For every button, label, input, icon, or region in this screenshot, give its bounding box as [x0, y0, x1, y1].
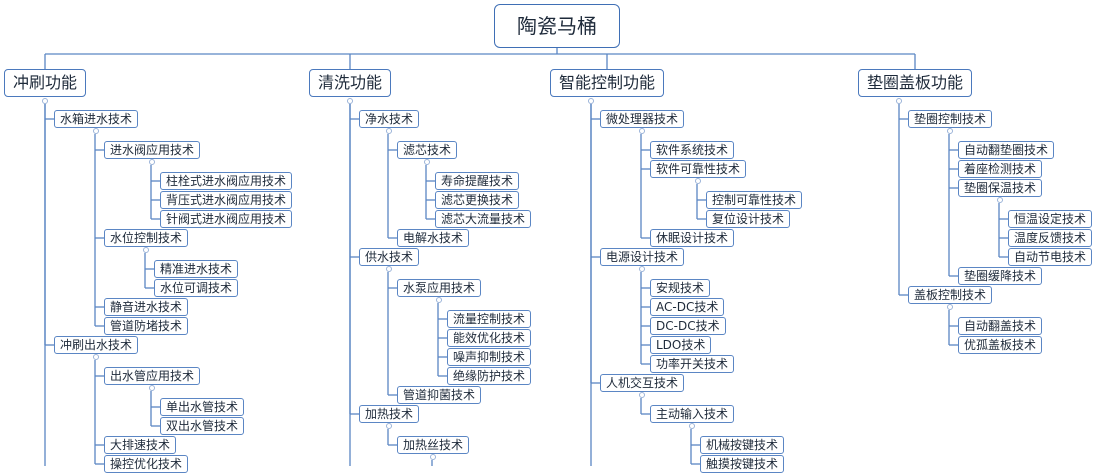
- collapse-toggle[interactable]: [347, 98, 353, 104]
- tree-node[interactable]: 自动节电技术: [1008, 248, 1093, 266]
- collapse-toggle[interactable]: [42, 98, 48, 104]
- collapse-toggle[interactable]: [386, 423, 392, 429]
- tree-node[interactable]: 大排速技术: [104, 436, 177, 454]
- tree-node[interactable]: 绝缘防护技术: [447, 367, 532, 385]
- root-node[interactable]: 陶瓷马桶: [494, 4, 620, 48]
- tree-node[interactable]: DC-DC技术: [650, 317, 726, 335]
- tree-node[interactable]: AC-DC技术: [650, 298, 725, 316]
- tree-node[interactable]: 噪声抑制技术: [447, 348, 532, 366]
- tree-node[interactable]: 管道抑菌技术: [397, 386, 482, 404]
- tree-node[interactable]: 水位控制技术: [104, 229, 189, 247]
- tree-node[interactable]: 滤芯更换技术: [435, 191, 520, 209]
- collapse-toggle[interactable]: [430, 454, 436, 460]
- collapse-toggle[interactable]: [424, 159, 430, 165]
- collapse-toggle[interactable]: [588, 98, 594, 104]
- collapse-toggle[interactable]: [695, 178, 701, 184]
- tree-node[interactable]: 净水技术: [359, 110, 420, 128]
- category-node[interactable]: 垫圈盖板功能: [858, 69, 973, 97]
- tree-node[interactable]: 人机交互技术: [600, 374, 685, 392]
- tree-node[interactable]: 功率开关技术: [650, 355, 735, 373]
- tree-node[interactable]: 加热技术: [359, 405, 420, 423]
- tree-node[interactable]: 背压式进水阀应用技术: [160, 191, 293, 209]
- tree-node[interactable]: 冲刷出水技术: [54, 336, 139, 354]
- tree-node[interactable]: 控制可靠性技术: [706, 191, 803, 209]
- collapse-toggle[interactable]: [386, 266, 392, 272]
- collapse-toggle[interactable]: [639, 392, 645, 398]
- collapse-toggle[interactable]: [639, 266, 645, 272]
- tree-node[interactable]: 软件可靠性技术: [650, 160, 747, 178]
- collapse-toggle[interactable]: [149, 385, 155, 391]
- tree-node[interactable]: 垫圈缓降技术: [958, 267, 1043, 285]
- tree-node[interactable]: 滤芯技术: [397, 141, 458, 159]
- tree-node[interactable]: 电源设计技术: [600, 248, 685, 266]
- collapse-toggle[interactable]: [947, 128, 953, 134]
- tree-node[interactable]: 滤芯大流量技术: [435, 210, 532, 228]
- collapse-toggle[interactable]: [149, 159, 155, 165]
- tree-node[interactable]: 针阀式进水阀应用技术: [160, 210, 293, 228]
- tree-node[interactable]: 电解水技术: [397, 229, 470, 247]
- tree-node[interactable]: 安规技术: [650, 279, 711, 297]
- tree-node[interactable]: 双出水管技术: [160, 417, 245, 435]
- tree-node[interactable]: 机械按键技术: [700, 436, 785, 454]
- tree-node[interactable]: 恒温设定技术: [1008, 210, 1093, 228]
- tree-node[interactable]: 垫圈控制技术: [908, 110, 993, 128]
- tree-node[interactable]: 管道防堵技术: [104, 317, 189, 335]
- tree-node[interactable]: 进水阀应用技术: [104, 141, 201, 159]
- tree-node[interactable]: 加热丝技术: [397, 436, 470, 454]
- tree-node[interactable]: 触摸按键技术: [700, 455, 785, 473]
- category-node[interactable]: 冲刷功能: [4, 69, 87, 97]
- tree-node[interactable]: 能效优化技术: [447, 329, 532, 347]
- collapse-toggle[interactable]: [689, 423, 695, 429]
- tree-node[interactable]: 温度反馈技术: [1008, 229, 1093, 247]
- tree-node[interactable]: 单出水管技术: [160, 398, 245, 416]
- tree-node[interactable]: 复位设计技术: [706, 210, 791, 228]
- collapse-toggle[interactable]: [93, 354, 99, 360]
- collapse-toggle[interactable]: [639, 128, 645, 134]
- tree-node[interactable]: 静音进水技术: [104, 298, 189, 316]
- tree-node[interactable]: 水箱进水技术: [54, 110, 139, 128]
- tree-node[interactable]: 精准进水技术: [154, 260, 239, 278]
- tree-node[interactable]: 盖板控制技术: [908, 286, 993, 304]
- collapse-toggle[interactable]: [947, 304, 953, 310]
- tree-node[interactable]: 寿命提醒技术: [435, 172, 520, 190]
- category-node[interactable]: 清洗功能: [309, 69, 392, 97]
- tree-node[interactable]: 软件系统技术: [650, 141, 735, 159]
- tree-node[interactable]: 柱栓式进水阀应用技术: [160, 172, 293, 190]
- tree-node[interactable]: 着座检测技术: [958, 160, 1043, 178]
- category-node[interactable]: 智能控制功能: [550, 69, 665, 97]
- tree-node[interactable]: 自动翻垫圈技术: [958, 141, 1055, 159]
- collapse-toggle[interactable]: [896, 98, 902, 104]
- collapse-toggle[interactable]: [386, 128, 392, 134]
- tree-node[interactable]: 自动翻盖技术: [958, 317, 1043, 335]
- tree-node[interactable]: 休眠设计技术: [650, 229, 735, 247]
- tree-node[interactable]: 出水管应用技术: [104, 367, 201, 385]
- tree-node[interactable]: 微处理器技术: [600, 110, 685, 128]
- tree-node[interactable]: 供水技术: [359, 248, 420, 266]
- collapse-toggle[interactable]: [143, 247, 149, 253]
- tree-node[interactable]: 水位可调技术: [154, 279, 239, 297]
- collapse-toggle[interactable]: [93, 128, 99, 134]
- tree-node[interactable]: 水泵应用技术: [397, 279, 482, 297]
- collapse-toggle[interactable]: [436, 297, 442, 303]
- tree-node[interactable]: 流量控制技术: [447, 310, 532, 328]
- tree-node[interactable]: LDO技术: [650, 336, 712, 354]
- tree-node[interactable]: 主动输入技术: [650, 405, 735, 423]
- tree-node[interactable]: 操控优化技术: [104, 455, 189, 473]
- tree-node[interactable]: 优孤盖板技术: [958, 336, 1043, 354]
- collapse-toggle[interactable]: [997, 197, 1003, 203]
- tree-node[interactable]: 垫圈保温技术: [958, 179, 1043, 197]
